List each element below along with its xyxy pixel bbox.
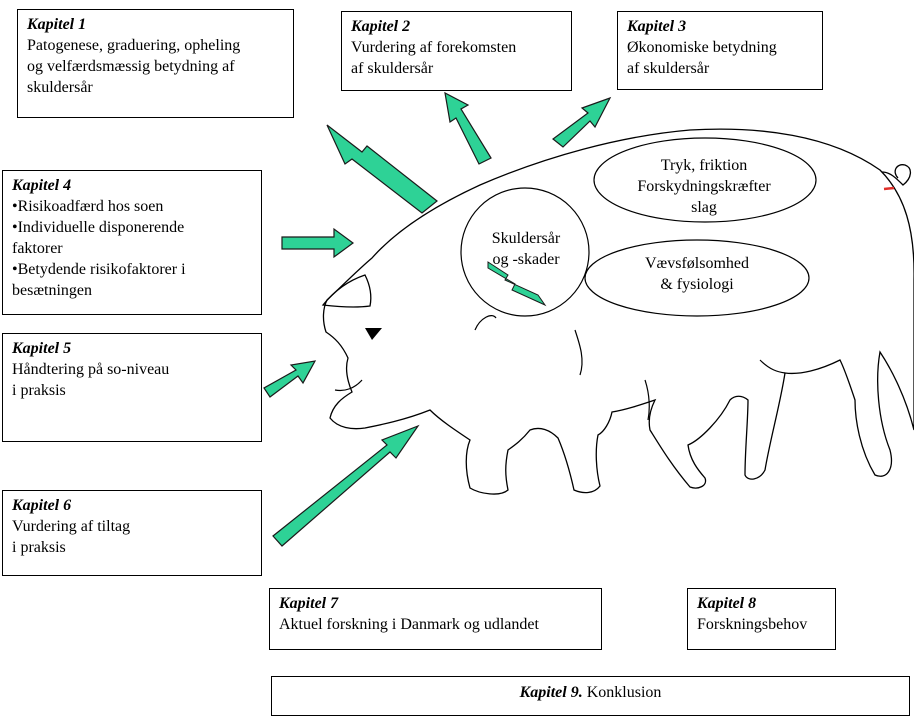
ellipse-skulder (460, 187, 590, 317)
kapitel-8-title: Kapitel 8 (697, 595, 757, 612)
kapitel-1-line-2: og velfærdsmæssig betydning af (27, 58, 235, 75)
arrow-from-kap5 (263, 360, 317, 398)
arrow-to-kap2 (444, 91, 492, 165)
pig-eye (365, 328, 382, 340)
arrow-to-kap1 (326, 124, 438, 214)
kapitel-5-line-1: Håndtering på so-niveau (12, 361, 170, 378)
pig-tail (881, 164, 912, 186)
kapitel-4-line-3: faktorer (12, 240, 63, 257)
tryk-line-1: Tryk, friktion (660, 157, 748, 174)
kapitel-1-line-1: Patogenese, graduering, opheling (27, 37, 241, 54)
skulder-line-1: Skuldersår (491, 230, 561, 247)
kapitel-4-title: Kapitel 4 (12, 177, 72, 194)
tail-mark (883, 186, 895, 191)
kapitel-7-title: Kapitel 7 (279, 595, 339, 612)
kapitel-4-line-5: besætningen (12, 282, 92, 299)
ellipse-vaev-label: Vævsfølsomhed & fysiologi (590, 253, 804, 295)
vaev-line-1: Vævsfølsomhed (645, 255, 749, 272)
kapitel-6-title: Kapitel 6 (12, 497, 72, 514)
pig-body-outline (322, 128, 914, 495)
ellipse-vaev (584, 239, 810, 317)
kapitel-4-line-2: •Individuelle disponerende (12, 219, 185, 236)
pig-ear (321, 274, 372, 308)
kapitel-6-line-1: Vurdering af tiltag (12, 518, 131, 535)
kapitel-5-title: Kapitel 5 (12, 340, 72, 357)
box-kapitel-5: Kapitel 5 Håndtering på so-niveau i prak… (2, 333, 262, 442)
lightning-icon (487, 261, 547, 307)
kapitel-7-line-1: Aktuel forskning i Danmark og udlandet (279, 616, 539, 633)
arrow-from-kap6 (272, 424, 420, 547)
box-kapitel-3: Kapitel 3 Økonomiske betydning af skulde… (617, 11, 823, 90)
kapitel-6-line-2: i praksis (12, 539, 66, 556)
kapitel-4-line-4: •Betydende risikofaktorer i (12, 261, 186, 278)
kapitel-2-title: Kapitel 2 (351, 18, 411, 35)
kapitel-1-title: Kapitel 1 (27, 16, 87, 33)
ellipse-tryk-label: Tryk, friktion Forskydningskræfter slag (598, 155, 810, 218)
kapitel-3-title: Kapitel 3 (627, 18, 687, 35)
kapitel-2-line-1: Vurdering af forekomsten (351, 39, 517, 56)
box-kapitel-7: Kapitel 7 Aktuel forskning i Danmark og … (269, 588, 602, 650)
kapitel-3-line-1: Økonomiske betydning (627, 39, 777, 56)
tryk-line-3: slag (691, 199, 717, 216)
box-kapitel-2: Kapitel 2 Vurdering af forekomsten af sk… (341, 11, 572, 91)
arrow-from-kap4 (281, 227, 355, 259)
vaev-line-2: & fysiologi (660, 276, 734, 293)
kapitel-1-line-3: skuldersår (27, 79, 93, 96)
kapitel-5-line-2: i praksis (12, 382, 66, 399)
tryk-line-2: Forskydningskræfter (637, 178, 771, 195)
skulder-line-2: og -skader (492, 251, 560, 268)
box-kapitel-6: Kapitel 6 Vurdering af tiltag i praksis (2, 490, 262, 576)
arrow-to-kap3 (552, 96, 612, 148)
box-kapitel-9: Kapitel 9. Konklusion (271, 676, 910, 716)
ellipse-skulder-label: Skuldersår og -skader (466, 228, 586, 270)
kapitel-2-line-2: af skuldersår (351, 60, 434, 77)
box-kapitel-1: Kapitel 1 Patogenese, graduering, opheli… (17, 9, 294, 118)
kapitel-9-title: Kapitel 9. (519, 684, 583, 701)
kapitel-3-line-2: af skuldersår (627, 60, 710, 77)
arrows (263, 91, 612, 547)
box-kapitel-8: Kapitel 8 Forskningsbehov (687, 588, 836, 650)
kapitel-9-text: Konklusion (586, 684, 662, 701)
ellipse-tryk (593, 137, 817, 223)
kapitel-4-line-1: •Risikoadfærd hos soen (12, 198, 164, 215)
kapitel-8-line-1: Forskningsbehov (697, 616, 808, 633)
box-kapitel-4: Kapitel 4 •Risikoadfærd hos soen •Indivi… (2, 170, 262, 315)
